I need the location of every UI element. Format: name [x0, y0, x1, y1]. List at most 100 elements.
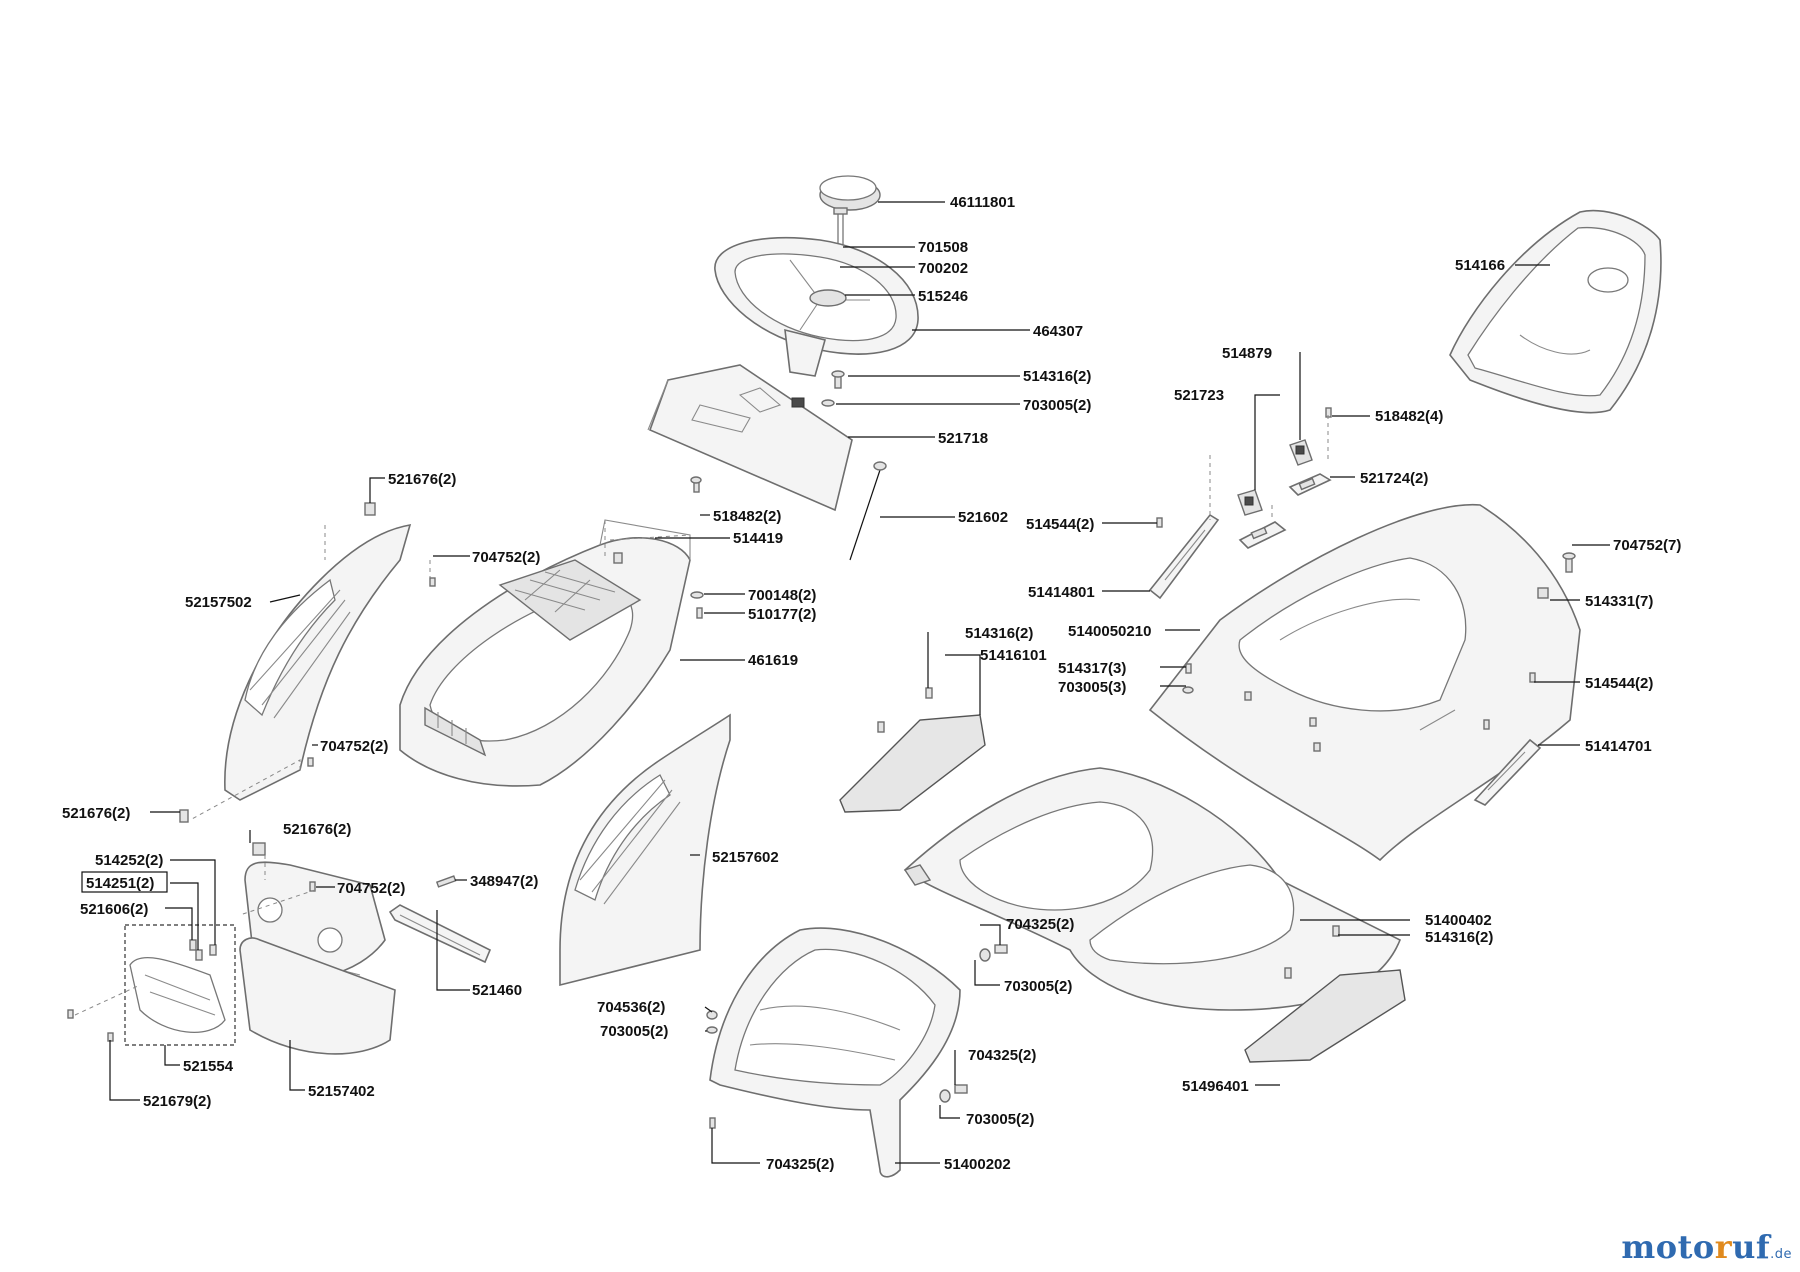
part-label: 521602	[958, 509, 1008, 526]
part-label: 51400402	[1425, 912, 1492, 929]
steering-cap-part	[819, 175, 881, 211]
part-label: 52157602	[712, 849, 779, 866]
boxed-label-frame	[81, 871, 168, 893]
clip-521676-top-part	[364, 502, 376, 516]
brand-logo-suffix: .de	[1770, 1247, 1792, 1262]
part-label: 700148(2)	[748, 587, 816, 604]
clip-700148-part	[690, 591, 704, 599]
part-label: 704752(7)	[1613, 537, 1681, 554]
part-label: 514316(2)	[965, 625, 1033, 642]
left-side-panel-part	[224, 524, 412, 801]
part-label: 521679(2)	[143, 1093, 211, 1110]
screw-514317-part	[1185, 663, 1192, 674]
bolt-348947-part	[435, 875, 457, 888]
part-label: 51416101	[980, 647, 1047, 664]
screw-514316-part	[831, 370, 845, 389]
right-side-panel-part	[559, 713, 731, 987]
part-label: 704752(2)	[472, 549, 540, 566]
part-label: 521723	[1174, 387, 1224, 404]
part-label: 518482(2)	[713, 508, 781, 525]
choke-cable-part	[849, 461, 887, 561]
bracket-521460-part	[388, 904, 492, 964]
footrest-51416101-part	[839, 714, 986, 813]
nut-rear-a	[1244, 691, 1252, 701]
screw-514544-b-part	[1529, 672, 1536, 683]
center-body-part	[903, 767, 1402, 1011]
footrest-51496401-part	[1244, 969, 1406, 1063]
bolt-704325-c-part	[709, 1117, 716, 1129]
part-label: 514251(2)	[86, 875, 154, 892]
bolt-704325-b-part	[954, 1084, 968, 1094]
brand-logo-part: moto	[1621, 1228, 1715, 1266]
bezel-521724-part	[1238, 473, 1332, 549]
part-label: 514316(2)	[1023, 368, 1091, 385]
part-label: 514879	[1222, 345, 1272, 362]
screw-514316-d-part	[1332, 925, 1340, 937]
washer-703005-b-part	[939, 1089, 951, 1103]
part-label: 464307	[1033, 323, 1083, 340]
part-label: 521676(2)	[283, 821, 351, 838]
part-label: 703005(2)	[1023, 397, 1091, 414]
part-label: 704325(2)	[1006, 916, 1074, 933]
screw-704752-part	[429, 577, 436, 587]
dash-panel-part	[647, 364, 853, 512]
part-label: 51414701	[1585, 738, 1652, 755]
screw-514316-c-part	[925, 687, 933, 699]
seat-part	[1449, 209, 1662, 414]
switch-521723-part	[1237, 489, 1263, 516]
brand-logo-accent: r	[1714, 1228, 1733, 1266]
clip-514419-part	[613, 552, 623, 564]
part-label: 46111801	[950, 194, 1015, 211]
part-label: 514317(3)	[1058, 660, 1126, 677]
washer-703005-3-part	[1182, 686, 1194, 694]
front-bumper-part	[239, 937, 396, 1055]
dashed-box-521554	[124, 924, 236, 1046]
part-label: 704752(2)	[337, 880, 405, 897]
screw-footrest-a	[877, 721, 885, 733]
screw-514544-part	[1156, 517, 1163, 528]
part-label: 703005(2)	[600, 1023, 668, 1040]
front-dash-lines	[74, 855, 316, 1016]
part-label: 703005(3)	[1058, 679, 1126, 696]
part-label: 51496401	[1182, 1078, 1249, 1095]
switch-514879-part	[1289, 439, 1313, 466]
part-label: 518482(4)	[1375, 408, 1443, 425]
hood-dash-line	[604, 520, 691, 560]
hood-part	[399, 519, 691, 787]
part-label: 521676(2)	[62, 805, 130, 822]
part-label: 514252(2)	[95, 852, 163, 869]
clip-521676-bottom-part	[179, 809, 189, 823]
screw-lens-part	[67, 1009, 74, 1019]
part-label: 521676(2)	[388, 471, 456, 488]
leader-lines	[109, 201, 1610, 1164]
part-label: 521554	[183, 1058, 234, 1075]
part-label: 461619	[748, 652, 798, 669]
screw-518482-part	[690, 476, 702, 493]
part-label: 52157502	[185, 594, 252, 611]
part-label: 701508	[918, 239, 968, 256]
part-label: 510177(2)	[748, 606, 816, 623]
nut-rear-c	[1313, 742, 1321, 752]
part-label: 51400202	[944, 1156, 1011, 1173]
part-label: 704325(2)	[968, 1047, 1036, 1064]
part-label: 704536(2)	[597, 999, 665, 1016]
headlight-lens-part	[129, 957, 226, 1033]
washer-703005-part	[821, 399, 835, 407]
part-label: 514316(2)	[1425, 929, 1493, 946]
socket-521606-part	[189, 939, 197, 951]
part-label: 5140050210	[1068, 623, 1151, 640]
part-label: 704752(2)	[320, 738, 388, 755]
part-label: 514544(2)	[1026, 516, 1094, 533]
part-label: 514419	[733, 530, 783, 547]
part-label: 52157402	[308, 1083, 375, 1100]
part-label: 514166	[1455, 257, 1505, 274]
front-frame-part	[709, 927, 961, 1178]
part-label: 514544(2)	[1585, 675, 1653, 692]
part-label: 704325(2)	[766, 1156, 834, 1173]
part-label: 703005(2)	[966, 1111, 1034, 1128]
steering-bolt-part	[833, 207, 848, 247]
part-label: 521718	[938, 430, 988, 447]
part-label: 515246	[918, 288, 968, 305]
pin-510177-part	[696, 607, 703, 619]
